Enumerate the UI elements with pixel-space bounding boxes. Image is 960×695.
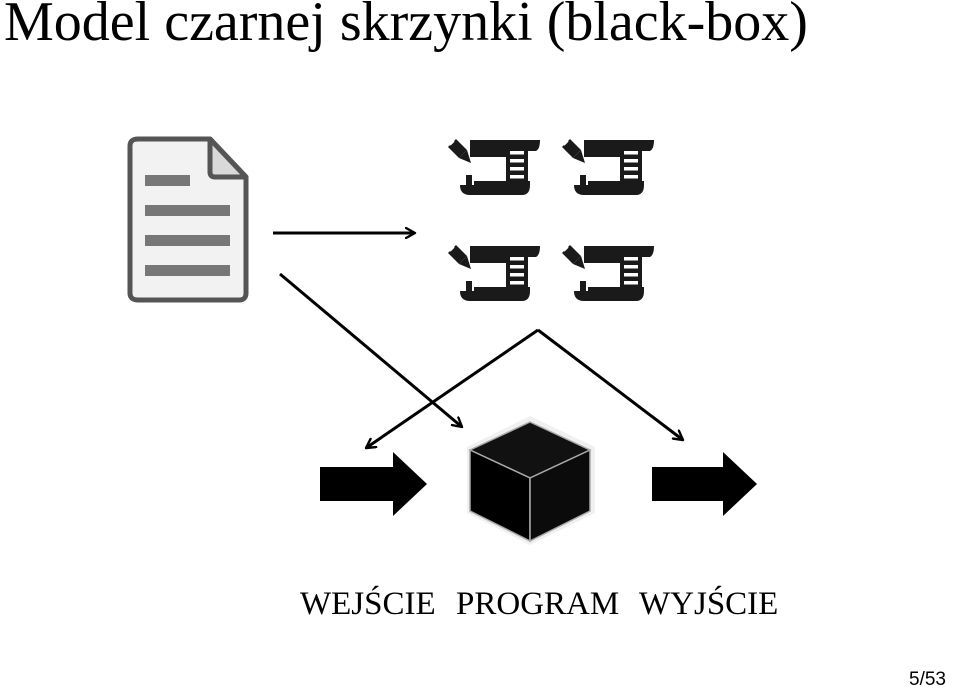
program-label: PROGRAM xyxy=(456,586,620,622)
output-label: WYJŚCIE xyxy=(639,586,779,622)
page-number: 5/53 xyxy=(909,669,946,690)
input-label: WEJŚCIE xyxy=(300,586,436,622)
arrow-scripts-to-input xyxy=(366,328,539,450)
arrow-document-to-program xyxy=(279,272,462,427)
script-scroll-icon xyxy=(561,244,655,302)
script-scroll-icon xyxy=(447,244,541,302)
input-block-arrow-icon xyxy=(320,452,427,516)
document-icon xyxy=(127,136,249,303)
output-block-arrow-icon xyxy=(652,452,757,516)
black-box-cube-icon xyxy=(467,416,595,545)
script-scroll-icon xyxy=(447,138,541,196)
slide-title: Model czarnej skrzynki (black-box) xyxy=(4,0,808,53)
arrow-scripts-to-output xyxy=(537,328,683,440)
script-scroll-icon xyxy=(561,138,655,196)
